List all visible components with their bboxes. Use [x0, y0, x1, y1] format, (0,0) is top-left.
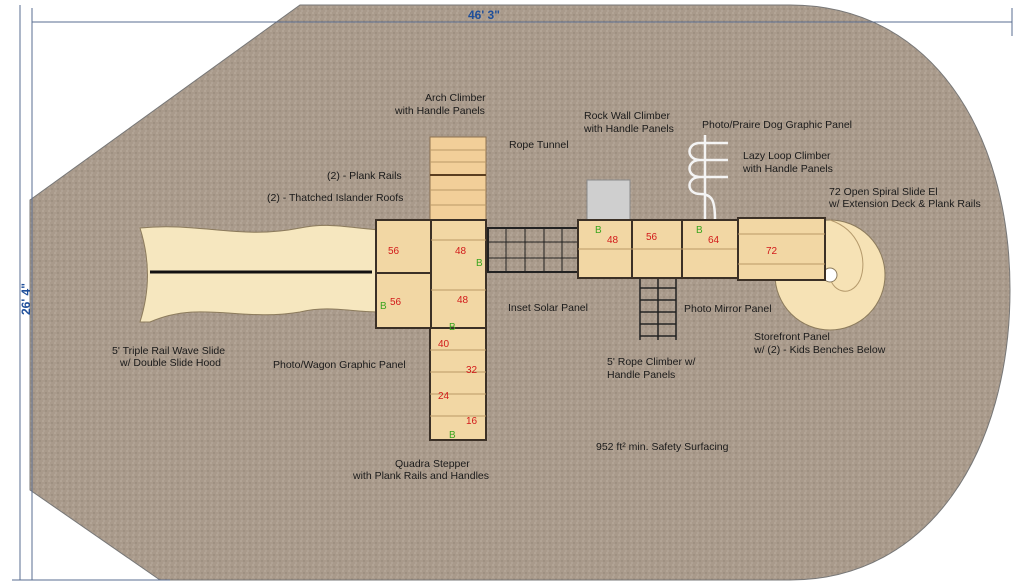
barrier-marker: B	[476, 258, 483, 269]
label-inset-solar: Inset Solar Panel	[508, 302, 588, 314]
label-wave-slide: w/ Double Slide Hood	[119, 357, 221, 369]
deck-height: 64	[708, 235, 720, 246]
rock-wall-climber	[586, 179, 631, 223]
barrier-marker: B	[595, 225, 602, 236]
deck-height: 48	[457, 295, 469, 306]
label-prairie-dog-panel: Photo/Praire Dog Graphic Panel	[702, 119, 852, 131]
height-label: 26' 4"	[19, 283, 33, 315]
deck-height: 48	[455, 246, 467, 257]
label-rope-climber: Handle Panels	[607, 369, 675, 381]
barrier-marker: B	[449, 430, 456, 441]
deck-height: 40	[438, 339, 450, 350]
label-arch-climber: Arch Climber	[425, 92, 486, 104]
wave-slide	[139, 224, 381, 323]
label-rope-climber: 5' Rope Climber w/	[607, 356, 695, 368]
left-tower	[375, 219, 487, 329]
label-safety-surfacing: 952 ft² min. Safety Surfacing	[596, 441, 729, 453]
label-lazy-loop: Lazy Loop Climber	[743, 150, 831, 162]
label-photo-mirror: Photo Mirror Panel	[684, 303, 772, 315]
label-plank-rails: (2) - Plank Rails	[327, 170, 402, 182]
label-lazy-loop: with Handle Panels	[742, 163, 833, 175]
deck-height: 56	[388, 246, 400, 257]
deck-height: 24	[438, 391, 450, 402]
deck-height: 72	[766, 246, 778, 257]
deck-height: 48	[607, 235, 619, 246]
rope-climber	[639, 278, 677, 340]
label-rock-wall: with Handle Panels	[583, 123, 674, 135]
label-arch-climber: with Handle Panels	[394, 105, 485, 117]
label-storefront: Storefront Panel	[754, 331, 830, 343]
width-label: 46' 3"	[468, 8, 500, 22]
label-spiral-slide: w/ Extension Deck & Plank Rails	[828, 198, 981, 210]
extension-deck	[737, 217, 826, 281]
stepper-deck	[429, 327, 487, 441]
barrier-marker: B	[696, 225, 703, 236]
label-storefront: w/ (2) - Kids Benches Below	[753, 344, 886, 356]
deck-height: 56	[390, 297, 402, 308]
label-rope-tunnel: Rope Tunnel	[509, 139, 569, 151]
label-islander-roofs: (2) - Thatched Islander Roofs	[267, 192, 403, 204]
deck-height: 16	[466, 416, 478, 427]
label-wave-slide: 5' Triple Rail Wave Slide	[112, 345, 225, 357]
label-wagon-panel: Photo/Wagon Graphic Panel	[273, 359, 406, 371]
label-spiral-slide: 72 Open Spiral Slide El	[829, 186, 938, 198]
safety-surface	[29, 4, 1011, 581]
barrier-marker: B	[380, 301, 387, 312]
label-quadra-stepper: with Plank Rails and Handles	[352, 470, 489, 482]
right-tower	[577, 219, 739, 279]
barrier-marker: B	[449, 322, 456, 333]
label-quadra-stepper: Quadra Stepper	[395, 458, 470, 470]
deck-height: 32	[466, 365, 478, 376]
arch-climber	[429, 136, 487, 221]
width-dimension: 46' 3"	[31, 8, 1013, 580]
lazy-loop-climber	[688, 135, 728, 221]
label-rock-wall: Rock Wall Climber	[584, 110, 670, 122]
deck-height: 56	[646, 232, 658, 243]
height-dimension: 26' 4"	[12, 5, 170, 581]
